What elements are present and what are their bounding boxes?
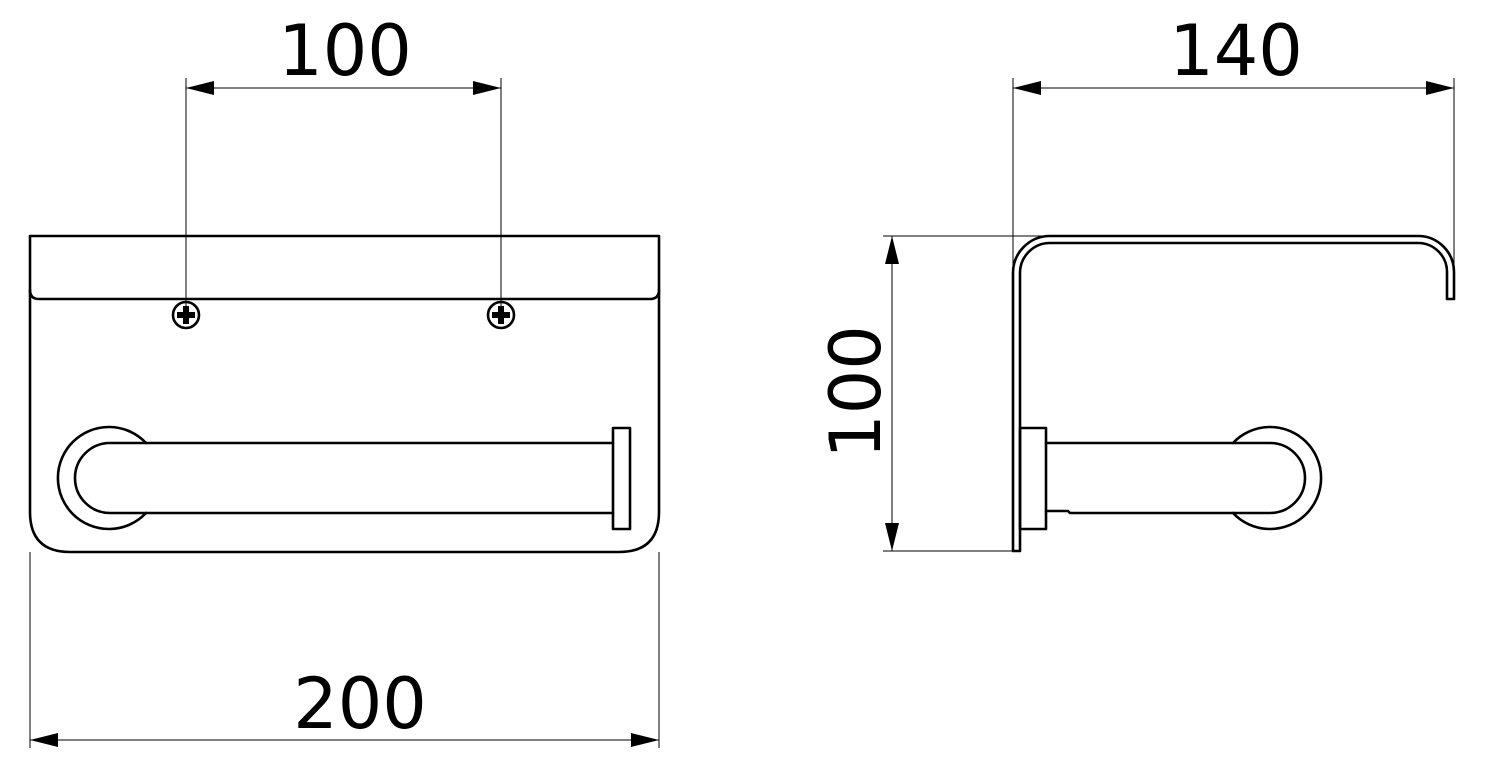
dimension-screw-spacing: 100 — [185, 10, 502, 315]
mounting-block — [1018, 426, 1048, 531]
dimension-height: 100 — [815, 235, 1050, 552]
bar-flange-ring-side — [1231, 425, 1323, 531]
roll-bar-end-cap — [611, 426, 632, 531]
bar-flange-ring — [56, 425, 148, 531]
front-view: 100 200 — [28, 10, 661, 748]
shelf-profile — [1011, 234, 1456, 553]
wall-plate-outline — [28, 234, 661, 554]
side-view: 140 100 — [815, 10, 1456, 553]
dimension-overall-width: 200 — [29, 552, 660, 748]
dimension-label-screw-spacing: 100 — [278, 10, 412, 92]
dimension-label-depth: 140 — [1169, 10, 1303, 92]
dimension-label-height: 100 — [815, 325, 897, 459]
dimension-label-overall-width: 200 — [293, 663, 427, 745]
dimension-depth: 140 — [1012, 10, 1455, 273]
roll-bar — [73, 441, 615, 515]
roll-bar-side — [1044, 441, 1307, 515]
shelf-cover-edge — [28, 288, 661, 301]
